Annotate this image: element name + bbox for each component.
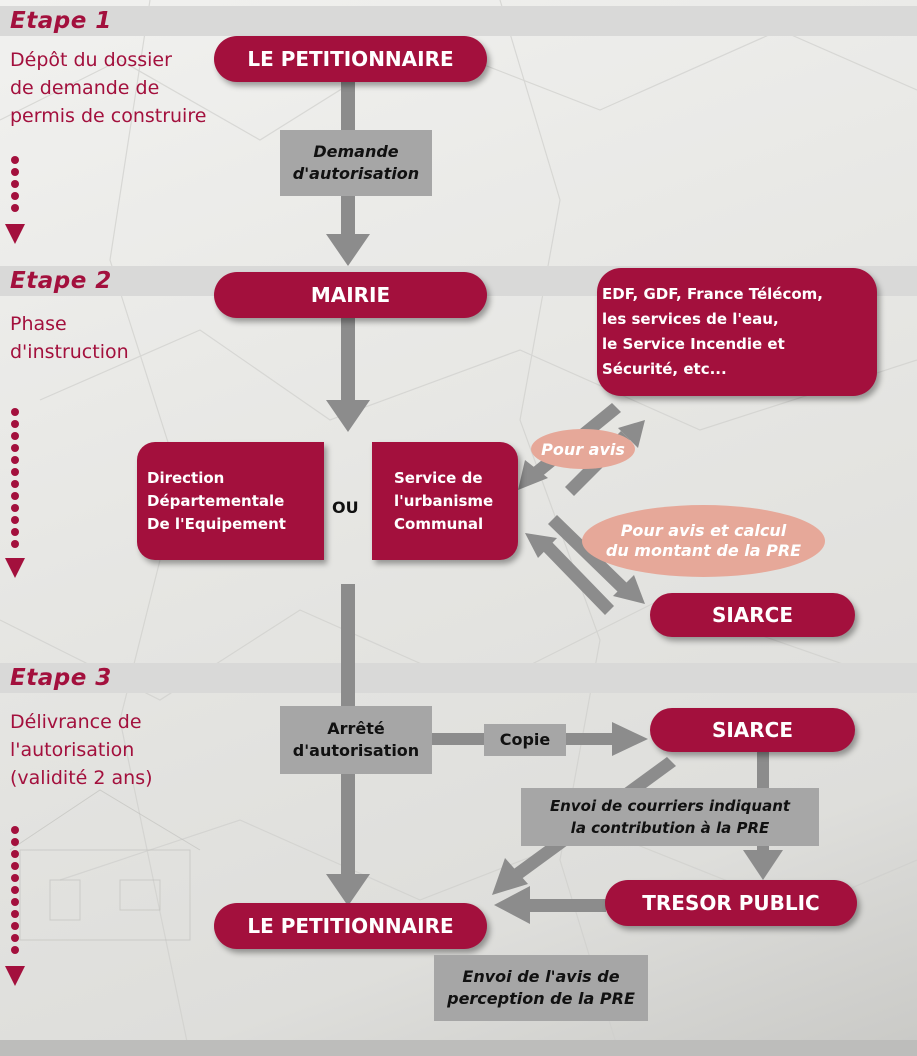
envoi-avis-label-line: Envoi de l'avis de xyxy=(462,967,620,986)
demande-label-line: d'autorisation xyxy=(292,164,420,183)
step-1-title: Etape 1 xyxy=(10,8,112,34)
step-band-3 xyxy=(0,663,917,693)
services-node-line: le Service Incendie et xyxy=(602,335,785,353)
arrete-label-line: d'autorisation xyxy=(292,741,420,760)
pour-avis-calcul-line: Pour avis et calcul xyxy=(620,521,787,540)
dde-node-line: Direction xyxy=(147,468,225,487)
step-1-description-line: Dépôt du dossier xyxy=(10,49,172,71)
services-node: EDF, GDF, France Télécom, les services d… xyxy=(597,268,877,396)
urbanisme-node: Service de l'urbanisme Communal xyxy=(372,442,518,560)
step-2-title: Etape 2 xyxy=(10,268,112,294)
step-3-title: Etape 3 xyxy=(10,665,112,691)
demande-label-line: Demande xyxy=(313,142,399,161)
pour-avis-calcul-oval: Pour avis et calcul du montant de la PRE xyxy=(582,505,825,577)
copie-label: Copie xyxy=(484,724,566,756)
step-3-description-line: Délivrance de xyxy=(10,711,142,733)
step-1-description: Dépôt du dossier de demande de permis de… xyxy=(10,46,206,130)
tresor-public-node: TRESOR PUBLIC xyxy=(605,880,857,926)
ou-label: OU xyxy=(332,498,359,517)
services-node-line: les services de l'eau, xyxy=(602,310,779,328)
urbanisme-node-line: l'urbanisme xyxy=(394,491,494,510)
arrete-label: Arrêté d'autorisation xyxy=(280,706,432,774)
step-1-description-line: permis de construire xyxy=(10,105,207,127)
arrete-label-line: Arrêté xyxy=(327,719,385,738)
step-band-1 xyxy=(0,6,917,36)
siarce-node-step3: SIARCE xyxy=(650,708,855,752)
petitionnaire-top-node: LE PETITIONNAIRE xyxy=(214,36,487,82)
envoi-courriers-label: Envoi de courriers indiquant la contribu… xyxy=(521,788,819,846)
mairie-node: MAIRIE xyxy=(214,272,487,318)
demande-label: Demande d'autorisation xyxy=(280,130,432,196)
step-2-description-line: Phase xyxy=(10,313,67,335)
step-3-description: Délivrance de l'autorisation (validité 2… xyxy=(10,708,153,792)
envoi-courriers-label-line: la contribution à la PRE xyxy=(570,819,770,837)
dde-node-line: De l'Equipement xyxy=(147,514,286,533)
dde-node: Direction Départementale De l'Equipement xyxy=(137,442,324,560)
dde-node-line: Départementale xyxy=(147,491,285,510)
step-3-description-line: (validité 2 ans) xyxy=(10,767,153,789)
envoi-avis-label: Envoi de l'avis de perception de la PRE xyxy=(434,955,648,1021)
timeline-dots xyxy=(5,156,25,986)
step-2-description-line: d'instruction xyxy=(10,341,129,363)
envoi-courriers-label-line: Envoi de courriers indiquant xyxy=(549,797,791,815)
services-node-line: EDF, GDF, France Télécom, xyxy=(602,285,824,303)
petitionnaire-bottom-node: LE PETITIONNAIRE xyxy=(214,903,487,949)
siarce-node-step2: SIARCE xyxy=(650,593,855,637)
services-node-line: Sécurité, etc... xyxy=(602,360,727,378)
envoi-avis-label-line: perception de la PRE xyxy=(447,989,635,1008)
pour-avis-oval: Pour avis xyxy=(531,429,635,469)
pour-avis-calcul-line: du montant de la PRE xyxy=(605,541,802,560)
step-2-description: Phase d'instruction xyxy=(10,310,129,366)
step-1-description-line: de demande de xyxy=(10,77,160,99)
step-3-description-line: l'autorisation xyxy=(10,739,135,761)
urbanisme-node-line: Service de xyxy=(394,468,483,487)
urbanisme-node-line: Communal xyxy=(394,514,484,533)
